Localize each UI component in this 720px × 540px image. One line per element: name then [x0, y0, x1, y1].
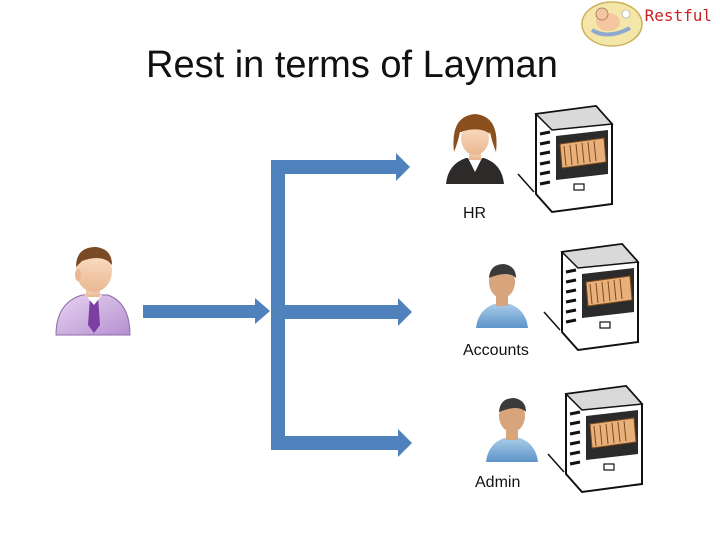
admin-filing-cabinet-icon: [547, 384, 644, 494]
admin-label: Admin: [475, 474, 521, 491]
admin-person-icon: [486, 398, 538, 462]
client-connector-line: [143, 305, 255, 318]
hr-branch-line: [271, 160, 397, 174]
hr-branch-arrowhead: [396, 153, 410, 181]
page-title: Rest in terms of Layman: [146, 44, 558, 86]
accounts-branch-arrowhead: [398, 298, 412, 326]
admin-branch-line: [271, 436, 399, 450]
admin-branch-arrowhead: [398, 429, 412, 457]
accounts-label: Accounts: [463, 342, 529, 359]
client-connector-arrowhead: [255, 298, 270, 324]
connector-arrows: [143, 153, 412, 457]
accounts-filing-cabinet-icon: [543, 242, 640, 352]
hr-person-icon: [446, 114, 504, 184]
businessman-icon: [55, 247, 131, 336]
hr-label: HR: [463, 205, 487, 222]
accounts-person-icon: [476, 264, 528, 328]
brand-label: Restful: [644, 6, 712, 25]
accounts-branch-line: [285, 305, 399, 319]
hr-filing-cabinet-icon: [517, 104, 614, 214]
restful-logo-icon: [578, 0, 648, 48]
bus-line: [271, 160, 285, 450]
